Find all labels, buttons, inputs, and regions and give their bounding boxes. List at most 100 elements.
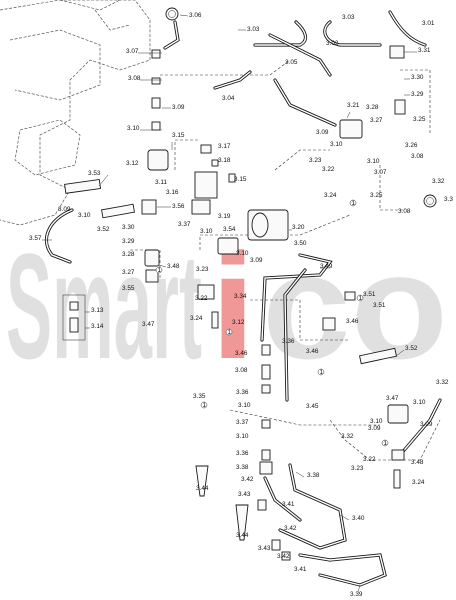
part-label-3-36: 3.36 <box>236 389 249 396</box>
part-label-3-3: 3.3 <box>444 196 453 203</box>
valve-3-28-icon <box>394 99 406 115</box>
inset-box <box>62 294 86 341</box>
part-label-3-22: 3.22 <box>195 295 208 302</box>
part-label-3-08: 3.08 <box>128 75 141 82</box>
valve-3-22-icon <box>197 284 215 300</box>
part-label-3-20: 3.20 <box>292 224 305 231</box>
part-label-3-15: 3.15 <box>234 176 247 183</box>
part-label-3-38: 3.38 <box>236 464 249 471</box>
part-label-3-10: 3.10 <box>330 141 343 148</box>
part-label-3-19: 3.19 <box>218 213 231 220</box>
regulator-3-11-icon <box>147 149 169 171</box>
part-label-3-31: 3.31 <box>418 47 431 54</box>
valve-3-28-left-icon <box>144 249 160 267</box>
leader-lines <box>42 14 417 593</box>
plate-3-52b-icon <box>359 347 397 365</box>
part-label-3-28: 3.28 <box>122 251 135 258</box>
motor-block-icon <box>194 171 218 199</box>
part-label-3-10: 3.10 <box>236 433 249 440</box>
part-label-3-10: 3.10 <box>238 402 251 409</box>
part-label-3-39: 3.39 <box>350 591 363 598</box>
callout-text: 1 <box>158 267 162 274</box>
part-label-3-10: 3.10 <box>413 399 426 406</box>
callout-marker: 1 <box>349 199 357 207</box>
part-label-3-40: 3.40 <box>352 515 365 522</box>
part-label-3-07: 3.07 <box>374 169 387 176</box>
part-label-3-46: 3.46 <box>346 318 359 325</box>
callout-text: 1 <box>352 200 356 207</box>
part-label-3-56: 3.56 <box>172 203 185 210</box>
fitting-3-14-icon <box>69 317 79 333</box>
part-label-3-12: 3.12 <box>232 319 245 326</box>
part-label-3-10: 3.10 <box>127 125 140 132</box>
part-label-3-46: 3.46 <box>306 348 319 355</box>
part-label-3-25: 3.25 <box>370 192 383 199</box>
part-label-3-18: 3.18 <box>218 157 231 164</box>
part-label-3-08: 3.08 <box>235 367 248 374</box>
part-label-3-43: 3.43 <box>238 491 251 498</box>
part-label-3-32: 3.32 <box>432 178 445 185</box>
funnel-3-44b-icon <box>235 504 249 541</box>
cap-3-17-icon <box>200 144 212 154</box>
callout-marker: 1 <box>155 266 163 274</box>
part-label-3-26: 3.26 <box>405 142 418 149</box>
part-label-3-13: 3.13 <box>91 307 104 314</box>
part-label-3-04: 3.04 <box>222 95 235 102</box>
callout-text: 1 <box>359 295 363 302</box>
part-label-3-32: 3.32 <box>436 379 449 386</box>
part-label-3-57: 3.57 <box>29 235 42 242</box>
part-label-3-47: 3.47 <box>386 395 399 402</box>
callout-text: 1 <box>228 329 232 336</box>
part-label-3-11: 3.11 <box>155 179 167 186</box>
part-label-3-30: 3.30 <box>411 74 424 81</box>
part-label-3-09: 3.09 <box>420 421 433 428</box>
valve-3-22-right-icon <box>391 449 405 461</box>
part-label-3-30: 3.30 <box>122 224 135 231</box>
cylinder-3-48-icon <box>145 269 159 283</box>
part-label-3-15: 3.15 <box>172 132 185 139</box>
watermark: Smart i co <box>6 222 448 390</box>
part-label-3-10: 3.10 <box>367 158 380 165</box>
part-label-3-09: 3.09 <box>172 104 185 111</box>
part-label-3-08: 3.08 <box>411 153 424 160</box>
callout-text: 1 <box>384 440 388 447</box>
part-label-3-38: 3.38 <box>307 472 320 479</box>
part-label-3-52: 3.52 <box>405 345 418 352</box>
part-label-3-45: 3.45 <box>306 403 319 410</box>
part-label-3-24: 3.24 <box>324 192 337 199</box>
part-label-3-17: 3.17 <box>218 143 231 150</box>
part-label-3-02: 3.02 <box>326 40 339 47</box>
part-label-3-42: 3.42 <box>241 476 254 483</box>
part-label-3-25: 3.25 <box>413 116 426 123</box>
part-label-3-29: 3.29 <box>122 238 135 245</box>
part-label-3-41: 3.41 <box>282 501 295 508</box>
dashed-assembly-lines <box>130 59 441 461</box>
part-label-3-46: 3.46 <box>235 350 248 357</box>
part-label-3-16: 3.16 <box>166 189 179 196</box>
part-label-3-43: 3.43 <box>258 545 271 552</box>
solenoid-3-56-icon <box>141 199 157 215</box>
part-label-3-24: 3.24 <box>190 315 203 322</box>
part-label-3-36: 3.36 <box>282 338 295 345</box>
bracket-3-19-icon <box>191 199 211 215</box>
part-label-3-44: 3.44 <box>196 485 209 492</box>
part-label-3-03: 3.03 <box>342 14 355 21</box>
part-label-3-05: 3.05 <box>285 59 298 66</box>
part-label-3-23: 3.23 <box>309 157 322 164</box>
part-label-3-36: 3.36 <box>236 450 249 457</box>
part-label-3-52: 3.52 <box>97 226 110 233</box>
plate-3-52-icon <box>101 203 135 219</box>
part-label-3-37: 3.37 <box>236 419 249 426</box>
part-label-3-24: 3.24 <box>412 479 425 486</box>
part-label-3-06: 3.06 <box>189 12 202 19</box>
pressure-gauge-icon <box>165 7 179 21</box>
part-label-3-44: 3.44 <box>236 532 249 539</box>
plate-3-53-icon <box>64 179 102 194</box>
part-label-3-32: 3.32 <box>341 433 354 440</box>
bracket-3-24-right-icon <box>393 469 401 489</box>
components <box>62 7 437 561</box>
funnel-3-44-icon <box>195 465 209 497</box>
